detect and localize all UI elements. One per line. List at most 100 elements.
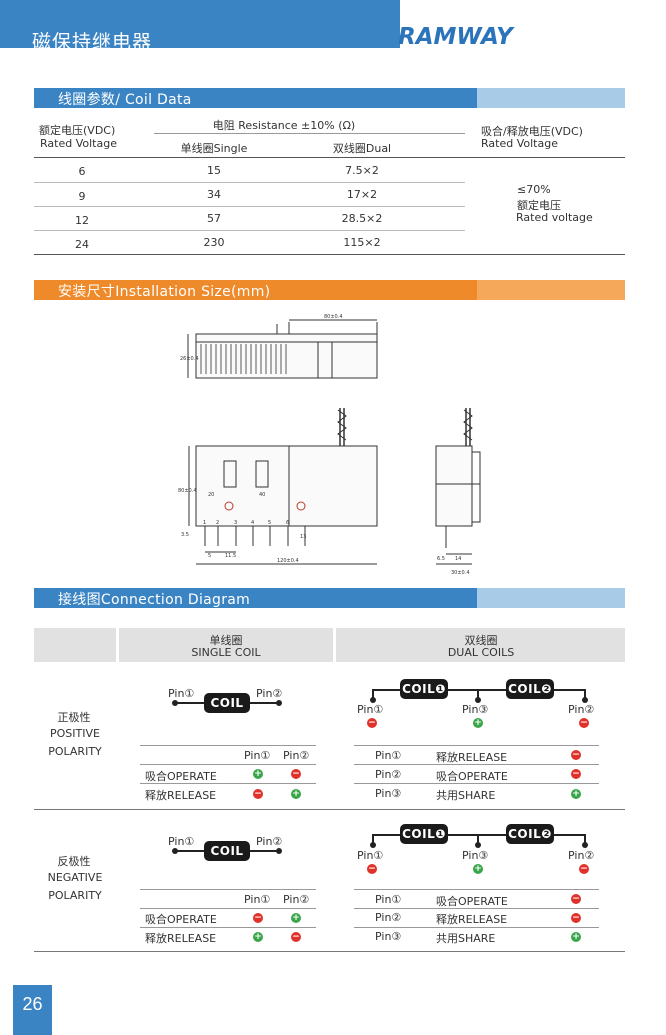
pin1-dot: [370, 697, 376, 703]
row-divider: [140, 783, 316, 784]
pin2-dot: [276, 848, 282, 854]
row-divider: [354, 908, 599, 909]
table-bottom-line: [34, 254, 625, 255]
pin2-label: Pin②: [256, 687, 283, 700]
pin3-label: Pin③: [462, 849, 489, 862]
minus-icon: −: [579, 718, 589, 728]
pin2-label: Pin②: [568, 849, 595, 862]
cell-single: 34: [207, 188, 221, 201]
dim-front-width: 120±0.4: [277, 558, 299, 564]
dual-row-pin: Pin②: [375, 911, 402, 924]
table-header-divider: [34, 157, 625, 158]
dual-coil-cn: 双线圈: [464, 634, 498, 647]
operate-en: Rated voltage: [516, 211, 593, 224]
dim-13: 13: [300, 534, 306, 540]
cell-dual: 28.5×2: [341, 212, 383, 225]
dual-row-pin: Pin①: [375, 749, 402, 762]
dual-row-label: 共用SHARE: [436, 932, 496, 945]
coil2-box: COIL❷: [506, 679, 554, 699]
dim-top-width: 80±0.4: [324, 314, 343, 320]
dual-row-label: 吸合OPERATE: [436, 895, 508, 908]
pin2-label: Pin②: [568, 703, 595, 716]
cell-dual: 115×2: [343, 236, 381, 249]
plus-icon: +: [253, 769, 263, 779]
pin3-label: Pin③: [462, 703, 489, 716]
cell-single: 57: [207, 212, 221, 225]
front-view: [188, 408, 378, 565]
pin-label: 1: [203, 520, 206, 526]
pin1-label: Pin①: [168, 687, 195, 700]
minus-icon: −: [579, 864, 589, 874]
col-operate-cn: 吸合/释放电压(VDC): [481, 125, 583, 138]
plus-icon: +: [253, 932, 263, 942]
row-divider: [34, 182, 465, 183]
pin2-label: Pin②: [256, 835, 283, 848]
plus-icon: +: [291, 789, 301, 799]
positive-cn: 正极性: [57, 711, 91, 724]
row-divider: [354, 783, 599, 784]
dim-front-height: 80±0.4: [178, 488, 197, 494]
dim-11-5: 11.5: [225, 553, 236, 559]
single-pin1-head: Pin①: [244, 893, 271, 906]
section-title-installation: 安装尺寸Installation Size(mm): [58, 284, 271, 300]
wire: [584, 834, 586, 844]
col-operate-en: Rated Voltage: [481, 137, 558, 150]
dual-row-label: 释放RELEASE: [436, 913, 508, 926]
wire: [477, 834, 479, 844]
row-divider: [140, 745, 316, 746]
single-row-label: 吸合OPERATE: [145, 770, 217, 783]
cell-single: 15: [207, 164, 221, 177]
coil1-box: COIL❶: [400, 679, 448, 699]
positive-en: POSITIVE: [50, 727, 100, 740]
negative-cn: 反极性: [57, 855, 91, 868]
dim-20: 20: [208, 492, 214, 498]
wire: [372, 689, 374, 699]
page-number: 26: [13, 985, 52, 1035]
coil1-box: COIL❶: [400, 824, 448, 844]
single-row-label: 吸合OPERATE: [145, 913, 217, 926]
pin-label: 2: [216, 520, 219, 526]
minus-icon: −: [253, 913, 263, 923]
cell-voltage: 24: [75, 238, 89, 251]
pin3-dot: [475, 697, 481, 703]
pin1-dot: [172, 700, 178, 706]
col-resistance: 电阻 Resistance ±10% (Ω): [212, 119, 356, 132]
dual-row-pin: Pin②: [375, 768, 402, 781]
single-pin1-head: Pin①: [244, 749, 271, 762]
dim-14: 14: [455, 556, 461, 562]
row-divider: [140, 908, 316, 909]
negative-en2: POLARITY: [48, 889, 102, 902]
wire: [373, 834, 585, 836]
pin-label: 3: [234, 520, 237, 526]
positive-en2: POLARITY: [48, 745, 102, 758]
dim-5: 5: [208, 553, 211, 559]
minus-icon: −: [291, 932, 301, 942]
plus-icon: +: [571, 789, 581, 799]
dual-row-pin: Pin①: [375, 893, 402, 906]
row-divider: [34, 206, 465, 207]
cell-dual: 7.5×2: [345, 164, 379, 177]
header-band: [0, 0, 400, 48]
header-cell-blank: [34, 628, 116, 662]
row-divider: [354, 764, 599, 765]
plus-icon: +: [473, 864, 483, 874]
row-divider: [34, 230, 465, 231]
row-divider: [354, 927, 599, 928]
brand-logo: RAMWAY: [398, 24, 513, 50]
header-cell-single: [119, 628, 333, 662]
minus-icon: −: [253, 789, 263, 799]
section-bar-installation: 安装尺寸Installation Size(mm): [34, 280, 625, 300]
minus-icon: −: [571, 769, 581, 779]
pin-label: 4: [251, 520, 254, 526]
section-title-coil-data: 线圈参数/ Coil Data: [58, 92, 192, 108]
installation-drawing: 80±0.4 26±0.4 80±0.4 120±0.4 30±0.4 20 4…: [178, 314, 481, 576]
side-view: [435, 408, 481, 565]
minus-icon: −: [291, 769, 301, 779]
table-bottom-line: [34, 951, 625, 952]
cell-voltage: 6: [78, 165, 86, 178]
dual-row-label: 共用SHARE: [436, 789, 496, 802]
dim-3-5: 3.5: [181, 532, 189, 538]
pin3-dot: [475, 842, 481, 848]
row-divider: [140, 764, 316, 765]
row-divider: [140, 927, 316, 928]
